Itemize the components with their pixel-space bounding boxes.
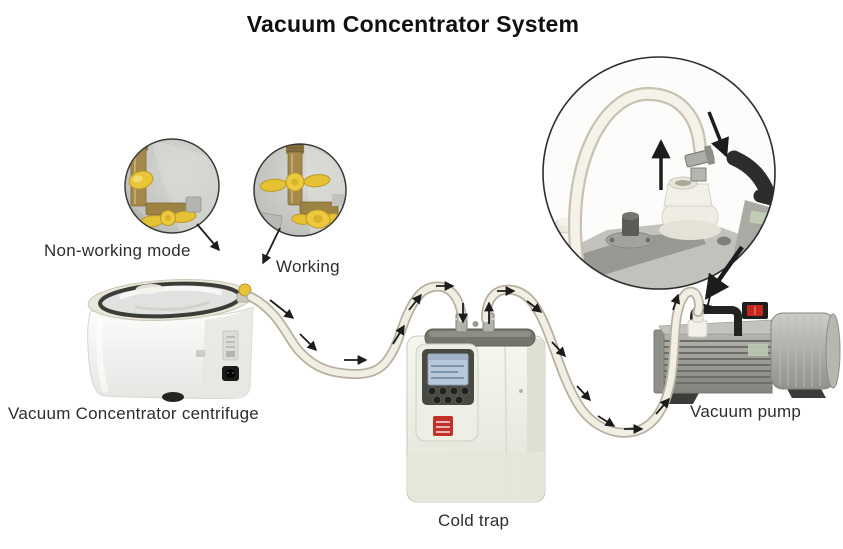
inset-nonworking-valve <box>124 138 220 234</box>
cold-trap-screw <box>519 389 523 393</box>
inset-working-valve <box>253 143 347 237</box>
nonworking-pointer-arrow <box>196 223 220 252</box>
inset-pump-inlet-detail <box>542 56 776 290</box>
centrifuge-illustration <box>87 279 254 402</box>
pump-rear-foot <box>786 387 826 398</box>
cold-trap-control-panel <box>415 343 479 442</box>
centrifuge-power-socket <box>222 366 239 381</box>
diagram-title: Vacuum Concentrator System <box>246 11 580 37</box>
cold-trap-lid <box>424 328 536 347</box>
cold-trap-buttons <box>427 386 470 405</box>
cold-trap-lcd-screen <box>427 353 469 386</box>
centrifuge-foot <box>162 392 184 402</box>
detail-callout-arrow <box>704 245 744 301</box>
cold-trap-lid-nut <box>472 321 479 327</box>
centrifuge-rating-plate <box>222 330 239 361</box>
nonworking-mode-label: Non-working mode <box>44 241 191 260</box>
pump-power-switch <box>742 302 768 319</box>
flow-arrows <box>269 281 713 434</box>
working-label: Working <box>276 257 340 276</box>
working-pointer-arrow <box>262 227 281 265</box>
centrifuge-side-sticker <box>196 350 205 357</box>
hose-clamp <box>684 145 716 168</box>
inset-pointer-arrows <box>196 223 281 265</box>
cold-trap-red-sticker <box>433 416 453 436</box>
cold-trap-label: Cold trap <box>438 511 510 530</box>
valve-wing-handle-open <box>259 172 331 192</box>
detail-arrows <box>651 111 729 190</box>
valve-knob-closed <box>128 170 154 190</box>
pump-motor <box>770 312 841 390</box>
deck-bolt <box>605 212 655 249</box>
valve-butterfly-handle <box>139 210 197 228</box>
vacuum-pump-illustration <box>653 302 841 404</box>
centrifuge-label: Vacuum Concentrator centrifuge <box>8 404 259 423</box>
cold-trap-illustration <box>406 312 546 503</box>
vacuum-pump-label: Vacuum pump <box>690 402 802 421</box>
pump-fin-body <box>663 333 773 394</box>
pump-handle-closeup <box>726 150 775 202</box>
white-fitting-closeup <box>659 176 721 240</box>
